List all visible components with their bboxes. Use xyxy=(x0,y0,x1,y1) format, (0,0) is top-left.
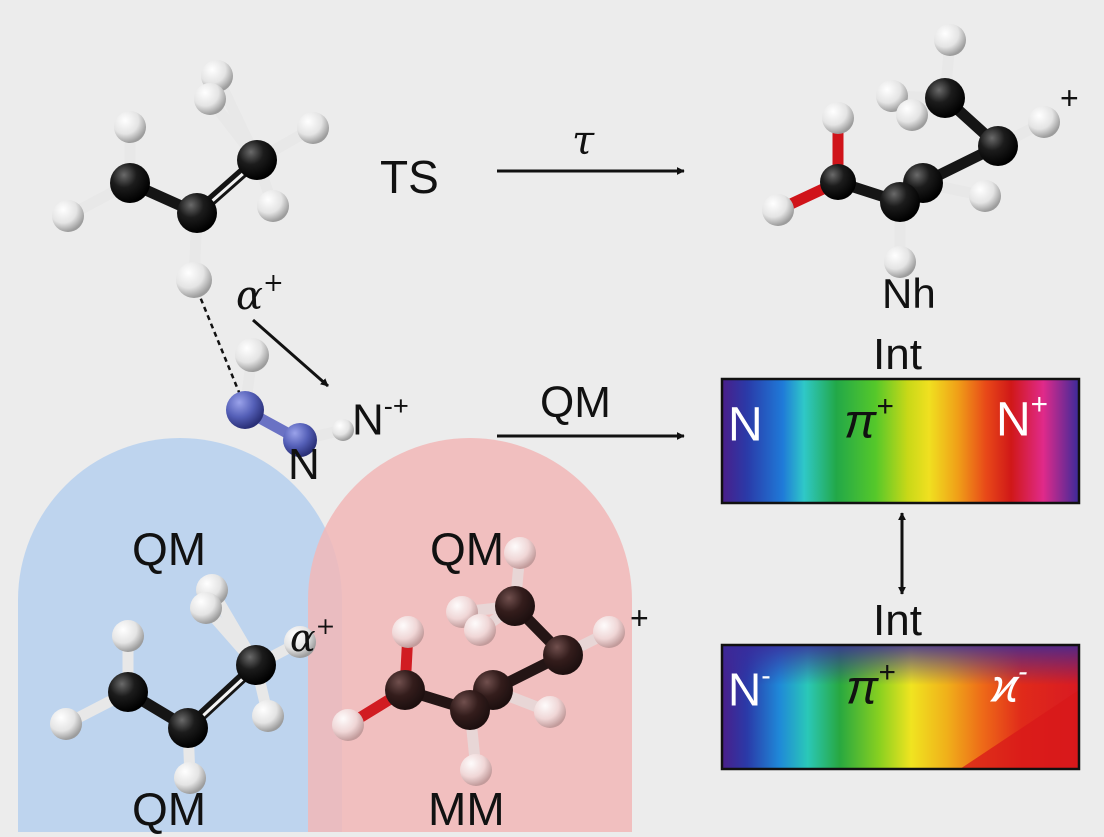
spectrum-bar-2 xyxy=(720,643,1081,771)
atom xyxy=(504,537,536,569)
atom xyxy=(876,80,908,112)
atom xyxy=(257,190,289,222)
atom xyxy=(237,140,277,180)
product-label: Nh xyxy=(882,270,936,317)
atom xyxy=(460,754,492,786)
atom xyxy=(820,164,856,200)
region-charge-label: ɑ+ xyxy=(290,612,336,660)
atom xyxy=(252,700,284,732)
nitrogen-label: N xyxy=(288,440,320,489)
spectrum-bar-1 xyxy=(720,377,1081,505)
atom xyxy=(925,78,965,118)
atom xyxy=(978,126,1018,166)
bar1-label-n-plus: N+ xyxy=(996,388,1049,447)
int-label-top: Int xyxy=(873,330,922,379)
atom xyxy=(112,620,144,652)
atom xyxy=(392,616,424,648)
atom xyxy=(114,111,146,143)
atom xyxy=(110,163,150,203)
bar1-label-pi: π+ xyxy=(844,390,894,449)
atom xyxy=(332,419,354,441)
atom xyxy=(495,586,535,626)
reaction-arrow xyxy=(252,318,329,388)
int-label-bottom: Int xyxy=(873,596,922,645)
atom xyxy=(762,194,794,226)
atom xyxy=(385,670,425,710)
region-charge-plus: + xyxy=(630,600,649,636)
product-charge: + xyxy=(1060,80,1079,116)
atom xyxy=(50,708,82,740)
atom xyxy=(190,592,222,624)
ion-molecule xyxy=(226,338,354,457)
atom xyxy=(235,338,269,372)
atom xyxy=(534,696,566,728)
qm-region xyxy=(18,438,342,832)
atom xyxy=(297,112,329,144)
bar2-label-kappa: ϰ- xyxy=(992,656,1028,712)
atom xyxy=(168,708,208,748)
atom xyxy=(108,672,148,712)
hydrogen-bond xyxy=(192,281,245,403)
reactant-charge-label: ɑ+ xyxy=(236,268,284,319)
bar2-label-pi: π+ xyxy=(846,656,896,715)
atom xyxy=(194,83,226,115)
atom xyxy=(177,193,217,233)
atom xyxy=(52,200,84,232)
atom xyxy=(332,709,364,741)
qm-region-label-top: QM xyxy=(132,523,207,575)
atom xyxy=(284,626,316,658)
reactant-molecule xyxy=(52,60,329,298)
product-molecule xyxy=(762,24,1060,278)
mm-molecule xyxy=(332,537,625,786)
atom xyxy=(450,690,490,730)
atom xyxy=(283,423,317,457)
atom xyxy=(896,99,928,131)
atom xyxy=(174,762,206,794)
atom xyxy=(969,180,1001,212)
ts-label: TS xyxy=(380,151,439,203)
tau-label: τ xyxy=(572,118,595,164)
atom xyxy=(880,182,920,222)
atom xyxy=(593,616,625,648)
mm-region-label-bottom: MM xyxy=(428,783,505,835)
atom xyxy=(934,24,966,56)
bar1-label-n: N xyxy=(728,398,763,452)
atom xyxy=(464,614,496,646)
atom xyxy=(236,645,276,685)
atom xyxy=(543,635,583,675)
ion-label: N-+ xyxy=(352,390,409,445)
atom xyxy=(1028,106,1060,138)
atom xyxy=(884,246,916,278)
qm-molecule xyxy=(50,574,316,794)
mm-region-label-top: QM xyxy=(430,523,505,575)
atom xyxy=(822,102,854,134)
atom xyxy=(226,391,264,429)
atom xyxy=(176,262,212,298)
qm-region-label-bottom: QM xyxy=(132,783,207,835)
bar2-label-n-minus: N- xyxy=(728,660,771,716)
qm-arrow-label: QM xyxy=(540,378,611,427)
